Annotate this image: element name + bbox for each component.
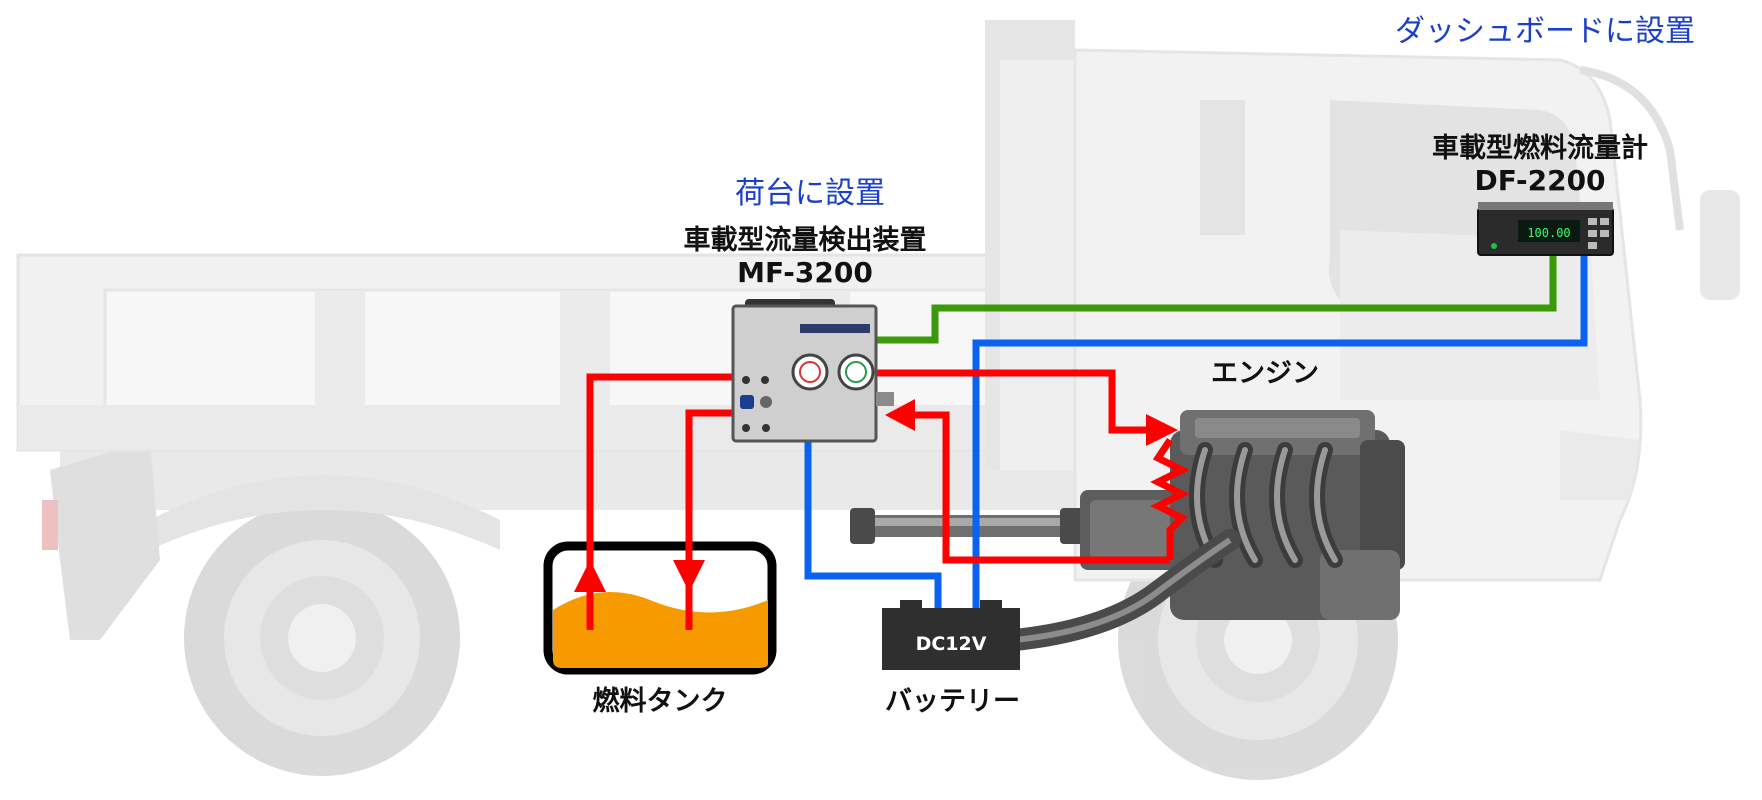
- fuel-lines: [586, 369, 1190, 630]
- flowmeter-model: DF-2200: [1474, 164, 1606, 197]
- power-line-detector-battery: [804, 440, 942, 608]
- fuel-tank: [543, 541, 777, 675]
- arrow-tank-outlet: [574, 560, 606, 592]
- engine-block: [1170, 410, 1405, 620]
- flowmeter-unit: [1477, 202, 1614, 256]
- dump-truck-illustration: [16, 20, 1740, 780]
- fuel-tank-label: 燃料タンク: [592, 686, 728, 717]
- rear-fender: [150, 475, 500, 550]
- cargo-bed-location-label: 荷台に設置: [735, 176, 885, 211]
- detector-label: 車載型流量検出装置 MF-3200: [660, 225, 950, 289]
- flowmeter-label: 車載型燃料流量計 DF-2200: [1400, 133, 1680, 197]
- rear-wheel: [184, 500, 460, 776]
- arrow-tank-return: [673, 560, 705, 592]
- dashboard-location-label: ダッシュボードに設置: [1395, 14, 1695, 49]
- detector-model: MF-3200: [737, 256, 873, 289]
- flowmeter-name: 車載型燃料流量計: [1432, 133, 1648, 164]
- battery-label: バッテリー: [885, 686, 1020, 717]
- battery-voltage-label: DC12V: [916, 633, 987, 655]
- engine-label: エンジン: [1211, 358, 1319, 389]
- drive-shaft: [850, 490, 1180, 570]
- detector-unit: [731, 299, 894, 443]
- arrow-detector-return: [885, 399, 915, 431]
- flowmeter-display-value: 100.00: [1527, 226, 1570, 240]
- signal-line: [876, 255, 1557, 344]
- arrow-engine-supply: [1146, 414, 1178, 446]
- detector-name: 車載型流量検出装置: [683, 225, 927, 256]
- power-line-battery-flowmeter: [972, 255, 1588, 608]
- battery: [882, 600, 1020, 670]
